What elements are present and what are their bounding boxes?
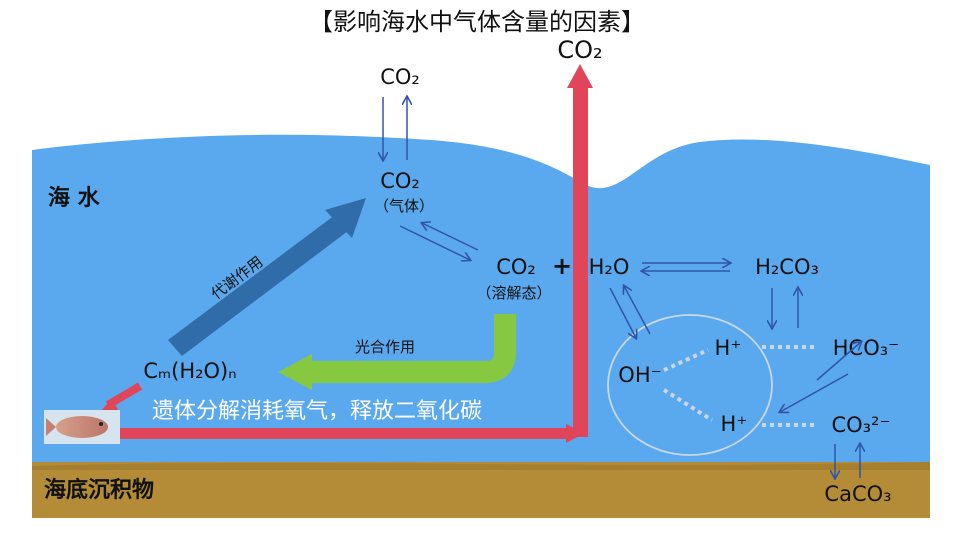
oh-label: OH⁻ — [618, 363, 661, 387]
ionization-circle — [607, 314, 773, 456]
zone-sediment-label: 海底沉积物 — [44, 477, 154, 503]
co2-gas-note: （气体） — [374, 197, 434, 215]
co2-dissolved-label: CO₂ — [496, 255, 536, 279]
photosynthesis-arrowhead — [278, 354, 312, 390]
metabolism-arrow — [168, 198, 366, 356]
decomposition-arrowhead — [566, 424, 584, 443]
organic-matter-label: Cₘ(H₂O)ₙ — [143, 359, 236, 383]
caco3-label: CaCO₃ — [824, 482, 891, 506]
decomposition-arrow-shaft — [120, 428, 570, 439]
co2-dissolved-note: （溶解态） — [476, 284, 551, 302]
co2-air-label: CO₂ — [380, 65, 420, 89]
photosynthesis-arrow-body — [310, 314, 516, 383]
plus-sign: + — [552, 252, 572, 280]
red-release-shaft — [573, 82, 588, 437]
co2-gas-label: CO₂ — [380, 169, 420, 193]
organic-to-fish-arrowhead — [100, 398, 118, 412]
hco3-label: HCO₃⁻ — [833, 336, 900, 360]
diagram-title: 【影响海水中气体含量的因素】 — [309, 8, 645, 36]
sea-water — [32, 134, 930, 470]
red-release-arrowhead — [567, 64, 593, 88]
photosynthesis-label: 光合作用 — [355, 338, 415, 356]
h-upper-label: H⁺ — [715, 336, 742, 360]
co3-label: CO₃²⁻ — [831, 413, 890, 437]
h2o-label: H₂O — [589, 255, 630, 279]
co2-top-label: CO₂ — [557, 36, 602, 64]
decomposition-label: 遗体分解消耗氧气，释放二氧化碳 — [152, 399, 482, 424]
sediment-layer — [32, 462, 930, 518]
fish-icon — [44, 410, 120, 444]
dotted-bonds — [662, 345, 816, 427]
seabed-edge — [32, 462, 930, 470]
h-lower-label: H⁺ — [721, 412, 748, 436]
zone-seawater-label: 海 水 — [48, 185, 101, 211]
equilibrium-arrows — [383, 97, 861, 478]
h2co3-label: H₂CO₃ — [755, 255, 819, 279]
